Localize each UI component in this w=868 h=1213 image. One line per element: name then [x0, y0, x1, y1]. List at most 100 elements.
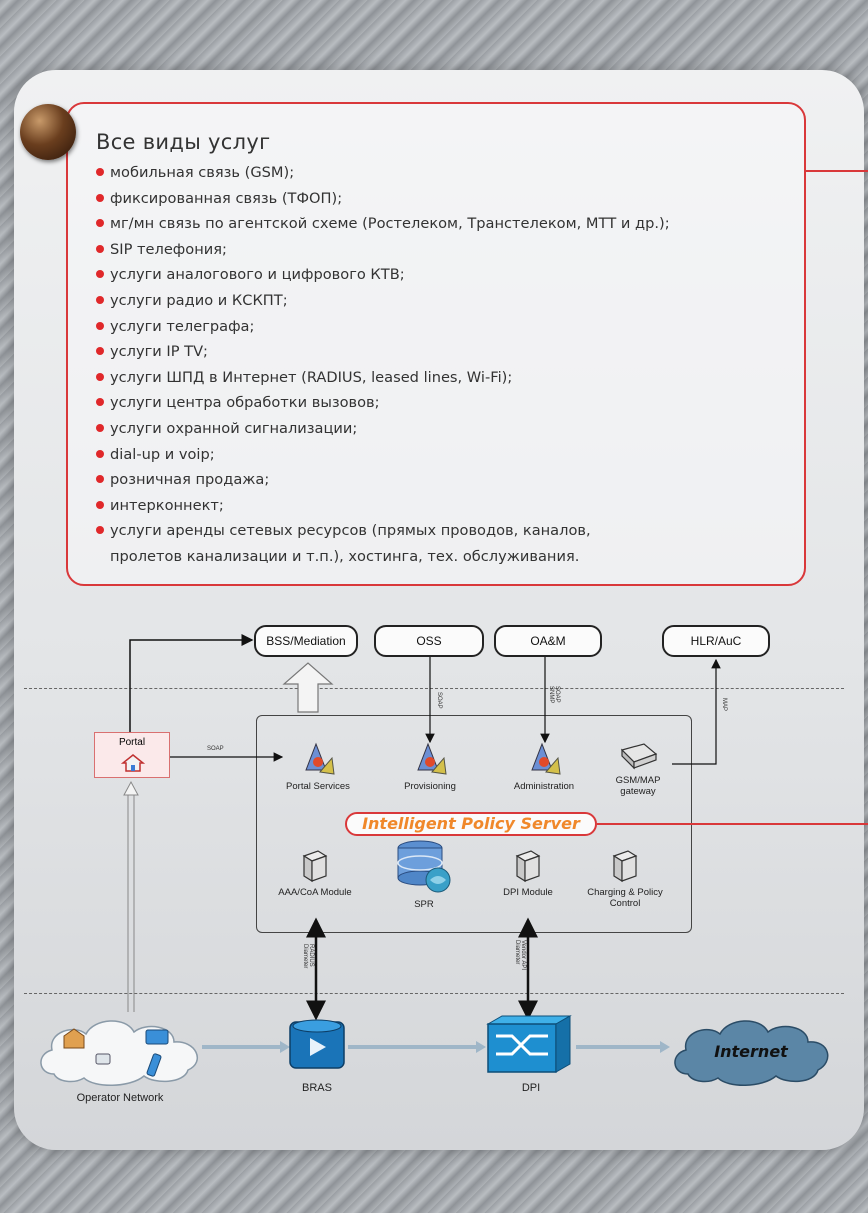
- service-item: услуги IP TV;: [96, 339, 801, 365]
- provisioning-label: Provisioning: [404, 781, 456, 792]
- bullet-icon: [96, 219, 104, 228]
- layer-divider-top: [24, 688, 844, 689]
- charging-policy-label: Charging & Policy Control: [587, 887, 663, 909]
- services-connector-line: [806, 170, 868, 172]
- spr-module[interactable]: SPR: [384, 838, 464, 910]
- bullet-icon: [96, 526, 104, 535]
- operator-network-cloud-icon: [40, 1020, 199, 1086]
- service-item-text: фиксированная связь (ТФОП);: [110, 189, 343, 207]
- policy-server-title: Intelligent Policy Server: [345, 812, 597, 836]
- bullet-icon: [96, 347, 104, 356]
- portal-soap-label: SOAP: [207, 746, 224, 752]
- service-item: dial-up и voip;: [96, 442, 801, 468]
- service-item: услуги аренды сетевых ресурсов (прямых п…: [96, 518, 801, 569]
- database-icon: [397, 840, 451, 893]
- provisioning-icon: [417, 742, 447, 775]
- services-box: [66, 102, 806, 586]
- service-item: SIP телефония;: [96, 237, 801, 263]
- internet-label: Internet: [714, 1042, 788, 1061]
- oam-label: OA&M: [530, 634, 566, 648]
- service-item-text: услуги аренды сетевых ресурсов (прямых п…: [110, 522, 591, 565]
- gsm-map-gateway-label: GSM/MAP gateway: [615, 775, 661, 797]
- charging-policy-module[interactable]: Charging & Policy Control: [570, 848, 680, 909]
- dpi-label: DPI: [521, 1082, 541, 1094]
- aaa-coa-label: AAA/CoA Module: [278, 887, 352, 898]
- radius-diameter-label: RADIUS Diameter: [302, 944, 314, 969]
- administration-label: Administration: [513, 781, 575, 792]
- gsm-map-gateway-module[interactable]: GSM/MAP gateway: [598, 740, 678, 797]
- aaa-coa-module[interactable]: AAA/CoA Module: [262, 848, 368, 898]
- portal-services-icon: [305, 742, 335, 775]
- administration-icon: [531, 742, 561, 775]
- bras-label: BRAS: [302, 1082, 332, 1094]
- service-item-text: dial-up и voip;: [110, 445, 215, 463]
- bullet-icon: [96, 321, 104, 330]
- service-item-text: мобильная связь (GSM);: [110, 164, 295, 181]
- oam-soap-snmp-label: SOAP SNMP: [548, 686, 560, 704]
- bss-mediation-label: BSS/Mediation: [266, 634, 346, 648]
- service-item: услуги центра обработки вызовов;: [96, 390, 801, 416]
- service-item-text: услуги ШПД в Интернет (RADIUS, leased li…: [110, 368, 513, 386]
- bullet-icon: [96, 372, 104, 381]
- service-item: мобильная связь (GSM);: [96, 160, 801, 186]
- hlr-auc-label: HLR/AuC: [690, 634, 742, 648]
- service-item: розничная продажа;: [96, 467, 801, 493]
- service-item-text: мг/мн связь по агентской схеме (Ростелек…: [110, 215, 670, 233]
- service-item: услуги телеграфа;: [96, 314, 801, 340]
- bullet-icon: [96, 168, 104, 176]
- service-item: мг/мн связь по агентской схеме (Ростелек…: [96, 211, 801, 237]
- dpi-server-icon: [515, 850, 541, 883]
- oam-box[interactable]: OA&M: [494, 625, 602, 657]
- service-item-text: услуги телеграфа;: [110, 317, 255, 335]
- provisioning-module[interactable]: Provisioning: [388, 740, 472, 792]
- bullet-icon: [96, 295, 104, 304]
- decorative-sphere-icon: [20, 104, 76, 160]
- portal-services-label: Portal Services: [286, 781, 350, 792]
- service-item: услуги аналогового и цифрового КТВ;: [96, 262, 801, 288]
- bullet-icon: [96, 193, 104, 202]
- bullet-icon: [96, 475, 104, 484]
- services-title: Все виды услуг: [96, 130, 271, 154]
- service-item-text: услуги центра обработки вызовов;: [110, 394, 380, 412]
- aaa-server-icon: [302, 850, 328, 883]
- bullet-icon: [96, 398, 104, 407]
- service-item-text: интерконнект;: [110, 496, 224, 514]
- service-item: услуги охранной сигнализации;: [96, 416, 801, 442]
- dpi-module[interactable]: DPI Module: [488, 848, 568, 898]
- portal-box[interactable]: Portal: [94, 732, 170, 778]
- service-item-text: услуги радио и КСКПТ;: [110, 291, 288, 309]
- server-connector-line: [597, 823, 868, 825]
- service-item-text: услуги аналогового и цифрового КТВ;: [110, 266, 405, 284]
- operator-network-label: Operator Network: [76, 1092, 164, 1104]
- service-item-text: розничная продажа;: [110, 471, 270, 489]
- oss-label: OSS: [416, 634, 442, 648]
- gateway-device-icon: [620, 743, 658, 770]
- service-item-text: SIP телефония;: [110, 240, 227, 258]
- portal-house-icon: [121, 754, 145, 772]
- spr-label: SPR: [414, 899, 434, 910]
- service-item: услуги радио и КСКПТ;: [96, 288, 801, 314]
- dpi-switch-icon: [486, 1015, 572, 1073]
- service-item-text: услуги охранной сигнализации;: [110, 419, 358, 437]
- internet-cloud-icon: [674, 1020, 829, 1086]
- bullet-icon: [96, 500, 104, 509]
- hlr-auc-box[interactable]: HLR/AuC: [662, 625, 770, 657]
- administration-module[interactable]: Administration: [496, 740, 592, 792]
- portal-services-module[interactable]: Portal Services: [266, 740, 370, 792]
- oss-box[interactable]: OSS: [374, 625, 484, 657]
- layer-divider-bottom: [24, 993, 844, 994]
- hlr-map-label: MAP: [721, 698, 727, 712]
- dpi-module-label: DPI Module: [503, 887, 553, 898]
- portal-label: Portal: [118, 737, 146, 748]
- charging-server-icon: [612, 850, 638, 883]
- services-list: мобильная связь (GSM); фиксированная связ…: [96, 160, 801, 570]
- bullet-icon: [96, 270, 104, 279]
- bras-router-icon: [289, 1019, 345, 1069]
- service-item: интерконнект;: [96, 493, 801, 519]
- oss-soap-label: SOAP: [436, 692, 442, 709]
- bss-mediation-box[interactable]: BSS/Mediation: [254, 625, 358, 657]
- service-item-text: услуги IP TV;: [110, 343, 208, 361]
- bullet-icon: [96, 449, 104, 458]
- service-item: фиксированная связь (ТФОП);: [96, 186, 801, 212]
- bullet-icon: [96, 244, 104, 253]
